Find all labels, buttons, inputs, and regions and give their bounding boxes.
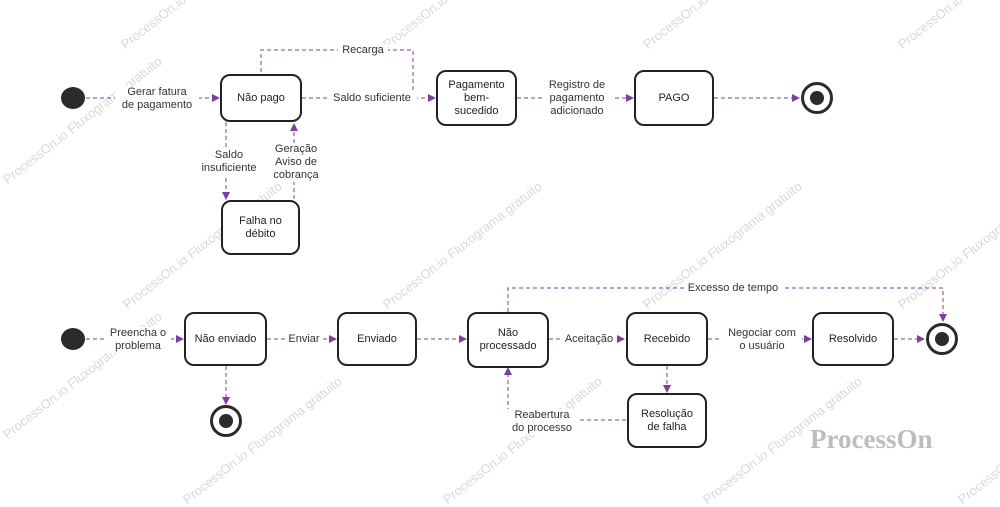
label-registro-pagamento: Registro de pagamento adicionado bbox=[542, 79, 612, 118]
end-node bbox=[801, 82, 833, 114]
label-geracao-aviso: Geração Aviso de cobrança bbox=[268, 143, 324, 182]
label-preencha-problema: Preencha o problema bbox=[105, 327, 171, 353]
state-pagamento-bem-sucedido[interactable]: Pagamento bem- sucedido bbox=[436, 70, 517, 126]
start-node bbox=[61, 87, 85, 109]
label-reabertura: Reabertura do processo bbox=[506, 409, 578, 435]
state-recebido[interactable]: Recebido bbox=[626, 312, 708, 366]
state-nao-enviado[interactable]: Não enviado bbox=[184, 312, 267, 366]
connector-recarga bbox=[260, 49, 414, 98]
label-recarga: Recarga bbox=[338, 44, 388, 57]
state-pago[interactable]: PAGO bbox=[634, 70, 714, 126]
label-negociar: Negociar com o usuário bbox=[722, 327, 802, 353]
label-aceitacao: Aceitação bbox=[561, 333, 617, 346]
label-saldo-insuficiente: Saldo insuficiente bbox=[196, 149, 262, 175]
label-saldo-suficiente: Saldo suficiente bbox=[327, 92, 417, 105]
label-enviar: Enviar bbox=[285, 333, 323, 346]
label-excesso-tempo: Excesso de tempo bbox=[684, 282, 782, 295]
end-node-3 bbox=[210, 405, 242, 437]
state-resolucao-de-falha[interactable]: Resolução de falha bbox=[627, 393, 707, 448]
start-node-2 bbox=[61, 328, 85, 350]
state-nao-pago[interactable]: Não pago bbox=[220, 74, 302, 122]
brand-logo: ProcessOn bbox=[810, 424, 933, 454]
state-enviado[interactable]: Enviado bbox=[337, 312, 417, 366]
label-gerar-fatura: Gerar fatura de pagamento bbox=[115, 86, 199, 112]
state-resolvido[interactable]: Resolvido bbox=[812, 312, 894, 366]
state-falha-no-debito[interactable]: Falha no débito bbox=[221, 200, 300, 255]
end-node-2 bbox=[926, 323, 958, 355]
state-nao-processado[interactable]: Não processado bbox=[467, 312, 549, 368]
